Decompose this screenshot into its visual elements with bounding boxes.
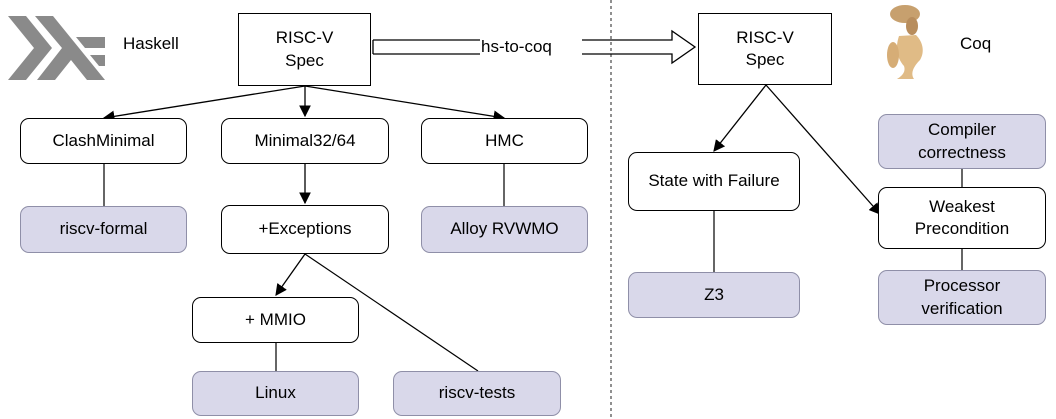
haskell-logo-icon <box>8 16 105 80</box>
edge-spec-clash <box>102 85 306 123</box>
edge-spec-statefailure <box>713 84 767 152</box>
edge-spec-hmc <box>304 85 506 123</box>
hmc-node: HMC <box>421 118 588 164</box>
hs-to-coq-label: hs-to-coq <box>480 37 553 57</box>
minimal32-64-node: Minimal32/64 <box>221 118 389 164</box>
processor-verification-node: Processor verification <box>878 270 1046 325</box>
state-with-failure-node: State with Failure <box>628 152 800 211</box>
risc-v-spec-coq: RISC-V Spec <box>698 13 832 85</box>
clash-minimal-node: ClashMinimal <box>20 118 187 164</box>
riscv-tests-node: riscv-tests <box>393 371 561 416</box>
linux-node: Linux <box>192 371 359 416</box>
alloy-rvwmo-node: Alloy RVWMO <box>421 206 588 253</box>
coq-rooster-logo-icon <box>887 5 923 79</box>
riscv-formal-node: riscv-formal <box>20 206 187 253</box>
weakest-precondition-node: Weakest Precondition <box>878 187 1046 249</box>
risc-v-spec-haskell: RISC-V Spec <box>238 13 371 86</box>
hs-to-coq-arrow <box>372 29 697 65</box>
haskell-title: Haskell <box>123 34 179 53</box>
mmio-node: + MMIO <box>192 297 359 343</box>
edge-exceptions-mmio <box>275 253 306 296</box>
compiler-correctness-node: Compiler correctness <box>878 114 1046 169</box>
z3-node: Z3 <box>628 272 800 318</box>
edge-spec-weakest <box>765 84 881 215</box>
exceptions-node: +Exceptions <box>221 205 389 254</box>
edge-exceptions-riscvtests <box>304 253 479 372</box>
coq-title: Coq <box>960 34 992 53</box>
